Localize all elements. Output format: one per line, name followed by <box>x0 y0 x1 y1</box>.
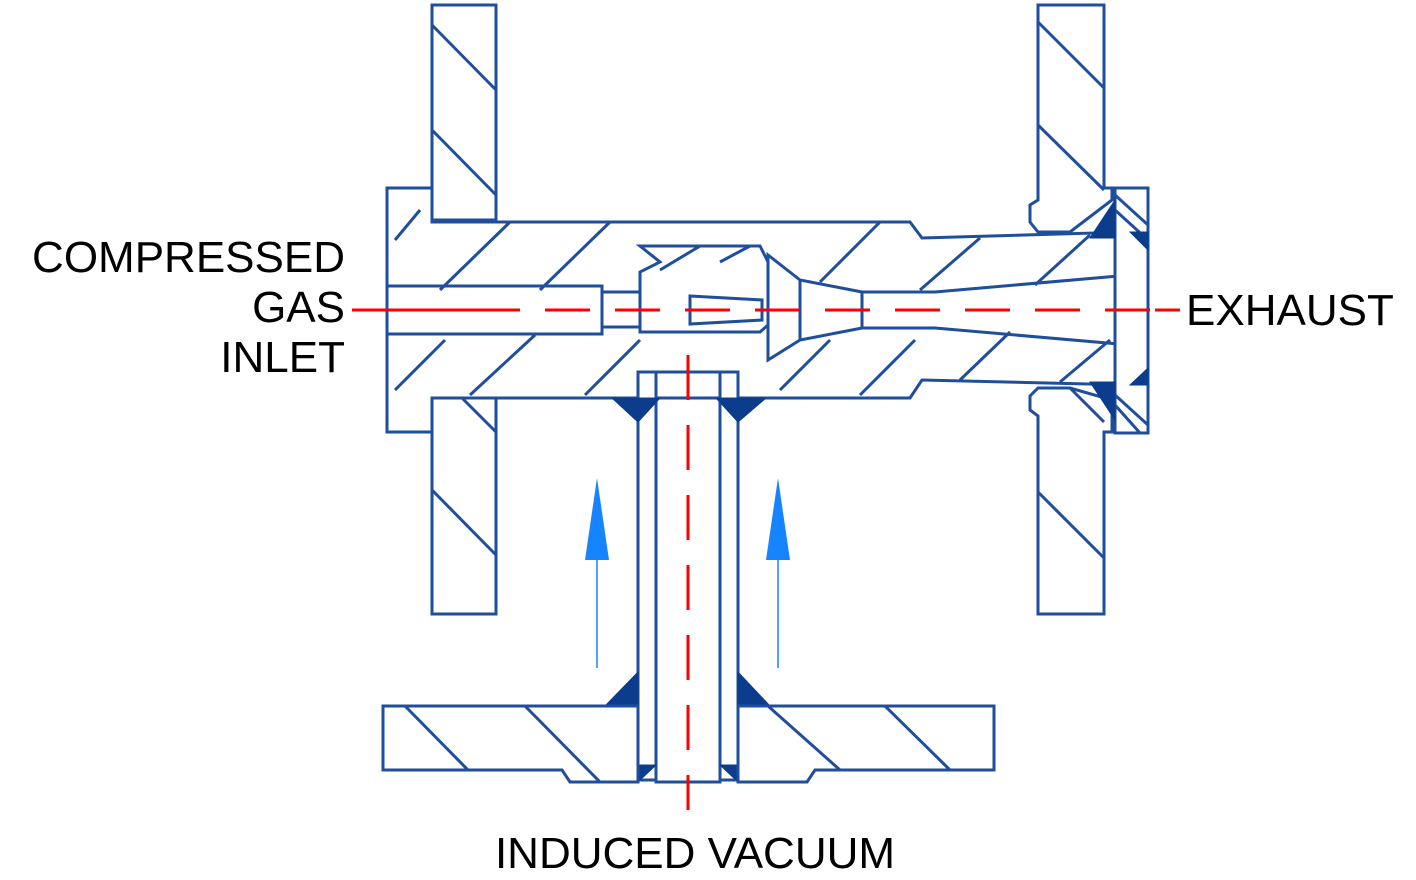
label-compressed: COMPRESSED <box>32 233 345 282</box>
suction-tube <box>603 370 772 784</box>
left-upper-flange <box>430 3 498 222</box>
right-upper-flange <box>1028 3 1114 234</box>
label-induced-vacuum: INDUCED VACUUM <box>495 829 895 878</box>
bottom-flange <box>381 704 996 784</box>
label-gas: GAS <box>252 283 345 332</box>
label-inlet: INLET <box>220 333 345 382</box>
centerlines <box>352 308 1180 810</box>
left-lower-flange <box>430 396 498 616</box>
right-lower-flange <box>1028 386 1114 616</box>
flow-arrow-right <box>766 478 790 668</box>
flow-arrow-left <box>585 478 609 668</box>
label-exhaust: EXHAUST <box>1186 286 1394 335</box>
